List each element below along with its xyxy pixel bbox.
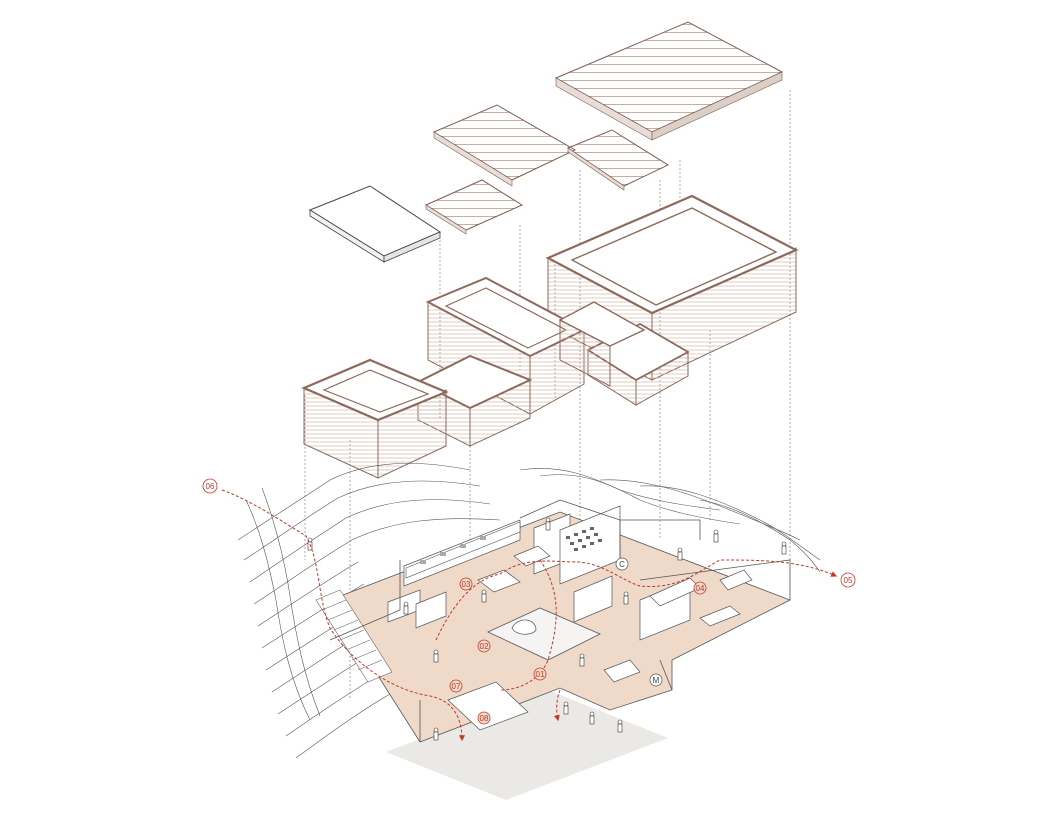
person (433, 649, 439, 663)
route-marker-08: 08 (477, 711, 491, 725)
ground-floor-plan (315, 499, 791, 743)
lattice-roof-middle (432, 104, 577, 187)
person (713, 529, 719, 543)
person (781, 541, 787, 555)
zone-tag-m: M (649, 673, 663, 687)
person (589, 711, 595, 725)
person (433, 727, 439, 741)
svg-text:01: 01 (536, 670, 545, 679)
person (563, 701, 569, 715)
route-marker-02: 02 (477, 639, 491, 653)
wall-volumes (301, 194, 799, 479)
zone-tag-c: C (615, 557, 629, 571)
svg-text:03: 03 (462, 580, 471, 589)
svg-text:07: 07 (452, 682, 461, 691)
people (307, 517, 787, 741)
person (545, 517, 551, 531)
person (617, 719, 623, 733)
svg-text:08: 08 (480, 714, 489, 723)
ground-plane (386, 690, 668, 800)
person (623, 591, 629, 605)
route-marker-07: 07 (449, 679, 463, 693)
person (579, 653, 585, 667)
svg-text:C: C (619, 560, 625, 569)
svg-text:04: 04 (696, 584, 705, 593)
person (481, 589, 487, 603)
visitor-route (221, 489, 838, 742)
route-marker-01: 01 (533, 667, 547, 681)
svg-text:05: 05 (844, 576, 853, 585)
person (307, 537, 313, 551)
plan-walls (329, 499, 791, 742)
person (403, 601, 409, 615)
lattice-roof-large (554, 21, 784, 141)
terrain-contours (237, 463, 821, 759)
svg-text:06: 06 (206, 482, 215, 491)
svg-text:M: M (653, 676, 660, 685)
svg-text:02: 02 (480, 642, 489, 651)
route-marker-06: 06 (202, 478, 218, 494)
lattice-roof-small (424, 179, 524, 235)
route-marker-03: 03 (459, 577, 473, 591)
person (677, 547, 683, 561)
display-wall (405, 521, 521, 579)
lattice-roof-right (566, 129, 670, 191)
auditorium-seating (566, 527, 602, 551)
route-marker-05: 05 (840, 572, 856, 588)
route-marker-04: 04 (693, 581, 707, 595)
roof-slab (308, 185, 442, 263)
